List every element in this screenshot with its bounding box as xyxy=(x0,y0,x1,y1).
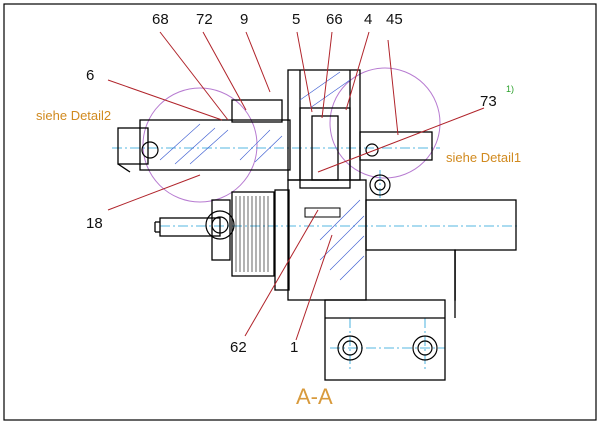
part-label-73: 73 xyxy=(480,93,497,110)
detail2-circle xyxy=(142,87,258,203)
gear-teeth xyxy=(235,196,269,272)
part-label-4: 4 xyxy=(364,11,372,28)
part-label-9: 9 xyxy=(240,11,248,28)
part-label-6: 6 xyxy=(86,67,94,84)
part-label-73-footnote: 1) xyxy=(506,84,514,94)
detail1-circle xyxy=(329,67,441,179)
part-label-62: 62 xyxy=(230,339,247,356)
part-label-18: 18 xyxy=(86,215,103,232)
drawing-frame xyxy=(3,3,597,421)
mounting-holes xyxy=(141,141,438,361)
part-label-5: 5 xyxy=(292,11,300,28)
centerlines xyxy=(112,147,520,372)
part-label-66: 66 xyxy=(326,11,343,28)
section-title: A-A xyxy=(296,384,333,409)
part-label-1: 1 xyxy=(290,339,298,356)
section-hatching xyxy=(159,71,365,281)
part-label-45: 45 xyxy=(386,11,403,28)
leader-lines xyxy=(107,31,485,341)
part-label-72: 72 xyxy=(196,11,213,28)
detail2-note: siehe Detail2 xyxy=(36,108,111,123)
part-label-68: 68 xyxy=(152,11,169,28)
detail1-note: siehe Detail1 xyxy=(446,150,521,165)
main-housing xyxy=(117,69,517,381)
screw-62-shape xyxy=(304,207,341,218)
